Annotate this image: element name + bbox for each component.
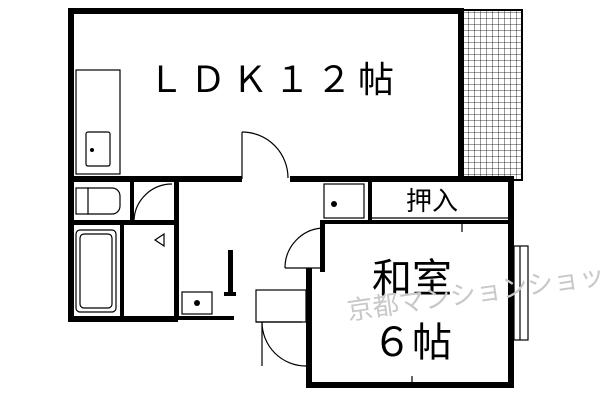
washroom — [174, 182, 236, 320]
kitchen-counter — [75, 69, 121, 175]
ldk-label: ＬＤＫ１２帖 — [148, 60, 400, 101]
closet-label: 押入 — [406, 187, 458, 217]
bathroom — [75, 225, 165, 317]
tatami-marks — [411, 224, 463, 382]
ldk-partition — [68, 176, 514, 222]
washitsu-door-swing — [284, 224, 325, 272]
ldk-door-swing — [241, 131, 289, 179]
closet — [320, 182, 514, 224]
refrigerator-space — [323, 183, 365, 219]
washitsu-window — [513, 245, 529, 341]
balcony — [461, 9, 523, 181]
toilet-room — [68, 182, 178, 225]
outer-walls — [68, 8, 514, 388]
washitsu-label-line1: 和室 — [372, 256, 452, 302]
washitsu-label-line2: ６帖 — [372, 320, 452, 366]
entrance — [255, 289, 307, 367]
